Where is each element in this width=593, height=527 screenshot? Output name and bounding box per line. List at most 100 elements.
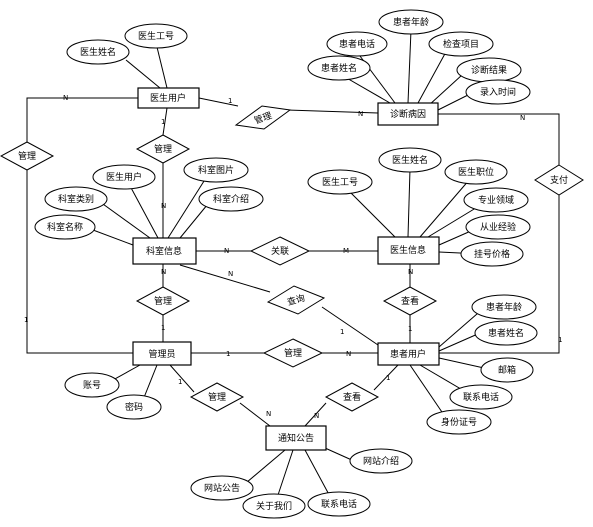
attr-label: 诊断结果 [471, 64, 507, 76]
entity-dept-info-label: 科室信息 [146, 245, 182, 257]
rel-associate-label: 关联 [271, 245, 289, 257]
attr-label: 科室图片 [198, 164, 234, 176]
attr-dept-image: 科室图片 [183, 157, 249, 183]
entity-admin-label: 管理员 [148, 348, 175, 360]
card-pat-pay: 1 [558, 336, 562, 344]
attr-admin-account: 账号 [64, 372, 120, 398]
attr-label: 联系电话 [321, 498, 357, 510]
attr-label: 专业领域 [478, 194, 514, 206]
attr-label: 医生工号 [138, 30, 174, 42]
attr-doc-fee: 挂号价格 [460, 241, 524, 267]
rel-pay: 支付 [534, 164, 584, 196]
rel-manage-doc: 管理 [135, 134, 191, 164]
attr-label: 医生姓名 [80, 46, 116, 58]
card-doc-view: N [408, 268, 413, 276]
attr-label: 科室名称 [47, 221, 83, 233]
rel-manage-left: 管理 [0, 141, 55, 171]
entity-patient-user: 患者用户 [377, 342, 440, 366]
card-admin-mpat: 1 [226, 350, 230, 358]
attr-label: 挂号价格 [474, 248, 510, 260]
entity-doctor-info: 医生信息 [377, 236, 440, 265]
card-pat-view: 1 [408, 325, 412, 333]
card-pat-query: 1 [340, 328, 344, 336]
attr-doc-name: 医生姓名 [378, 147, 442, 173]
edges [26, 29, 560, 505]
attr-notice-site-notice: 网站公告 [190, 475, 254, 501]
card-diag-rel: N [358, 110, 363, 118]
rel-manage-dept-label: 管理 [154, 295, 172, 307]
attr-patient-idcard: 身份证号 [426, 409, 492, 435]
attr-notice-contact: 联系电话 [307, 491, 371, 517]
card-admin-mdept: 1 [161, 324, 165, 332]
attr-doc-id: 医生工号 [307, 169, 373, 195]
rel-query-dept: 查询 [266, 285, 326, 315]
attr-diag-result: 诊断结果 [456, 57, 522, 83]
entity-admin: 管理员 [132, 341, 192, 366]
entity-notice: 通知公告 [265, 425, 327, 451]
attr-dept-category: 科室类别 [44, 186, 108, 212]
entity-diagnosis-cause: 诊断病因 [377, 102, 439, 126]
rel-view-doc: 查看 [382, 286, 438, 316]
attr-label: 网站介绍 [363, 455, 399, 467]
attr-diag-phone: 患者电话 [326, 31, 388, 57]
card-du-left: N [63, 94, 68, 102]
rel-view-notice: 查看 [324, 382, 380, 412]
attr-doc-specialty: 专业领域 [463, 187, 529, 213]
attr-dept-name: 科室名称 [34, 214, 96, 240]
card-doc-assoc: M [343, 247, 349, 255]
attr-label: 联系电话 [463, 391, 499, 403]
card-dept-query: N [228, 270, 233, 278]
attr-notice-about: 关于我们 [242, 493, 306, 519]
attr-label: 账号 [83, 380, 101, 391]
rel-manage-notice-label: 管理 [208, 391, 226, 403]
card-dept-mdept: N [161, 268, 166, 276]
rel-view-notice-label: 查看 [343, 391, 361, 403]
attr-diag-exam: 检查项目 [428, 31, 494, 57]
card-admin-left: 1 [24, 316, 28, 324]
card-dept-mdoc: N [161, 202, 166, 210]
attr-label: 患者年龄 [486, 301, 522, 313]
attr-patient-email: 邮箱 [480, 357, 534, 383]
attr-label: 科室类别 [58, 193, 94, 205]
rel-manage-diag: 管理 [234, 105, 292, 130]
rel-manage-patient-label: 管理 [284, 347, 302, 359]
card-pat-vnot: 1 [386, 374, 390, 382]
entity-dept-info: 科室信息 [132, 237, 197, 265]
attr-patient-name: 患者姓名 [474, 320, 538, 346]
attr-label: 检查项目 [443, 38, 479, 50]
attr-label: 患者年龄 [393, 16, 429, 28]
attr-doc-position: 医生职位 [444, 159, 508, 185]
attr-patient-age: 患者年龄 [471, 294, 537, 320]
attr-diag-time: 录入时间 [465, 79, 531, 105]
rel-view-doc-label: 查看 [401, 295, 419, 307]
entity-patient-user-label: 患者用户 [390, 348, 426, 360]
entity-notice-label: 通知公告 [278, 432, 314, 444]
attr-doc-experience: 从业经验 [465, 214, 531, 240]
attr-admin-password: 密码 [106, 394, 162, 420]
card-dept-assoc: N [224, 247, 229, 255]
entity-diagnosis-cause-label: 诊断病因 [390, 108, 426, 120]
rel-manage-dept: 管理 [135, 286, 191, 316]
cardinalities: 1 N N 1 1 N N 1 N M N 1 N 1 N 1 1 N 1 N … [24, 94, 562, 420]
card-pat-mpat: N [346, 350, 351, 358]
entity-doctor-user-label: 医生用户 [150, 92, 186, 104]
attr-label: 医生用户 [106, 171, 142, 183]
attr-patient-phone: 联系电话 [449, 384, 513, 410]
card-admin-mnot: 1 [178, 378, 182, 386]
attr-label: 录入时间 [480, 86, 516, 98]
attr-label: 身份证号 [441, 416, 477, 428]
rel-pay-label: 支付 [550, 174, 568, 186]
attr-label: 医生职位 [458, 166, 494, 178]
attr-label: 医生姓名 [392, 154, 428, 166]
attr-label: 网站公告 [204, 482, 240, 494]
rel-associate: 关联 [249, 236, 311, 266]
card-du-mdoc: 1 [161, 118, 165, 126]
rel-manage-doc-label: 管理 [154, 143, 172, 155]
attr-label: 科室介绍 [213, 193, 249, 205]
entity-doctor-user: 医生用户 [137, 87, 200, 109]
entity-doctor-info-label: 医生信息 [390, 244, 426, 256]
attr-dept-intro: 科室介绍 [198, 186, 264, 212]
attr-label: 从业经验 [480, 221, 516, 233]
rel-manage-patient: 管理 [262, 338, 324, 368]
